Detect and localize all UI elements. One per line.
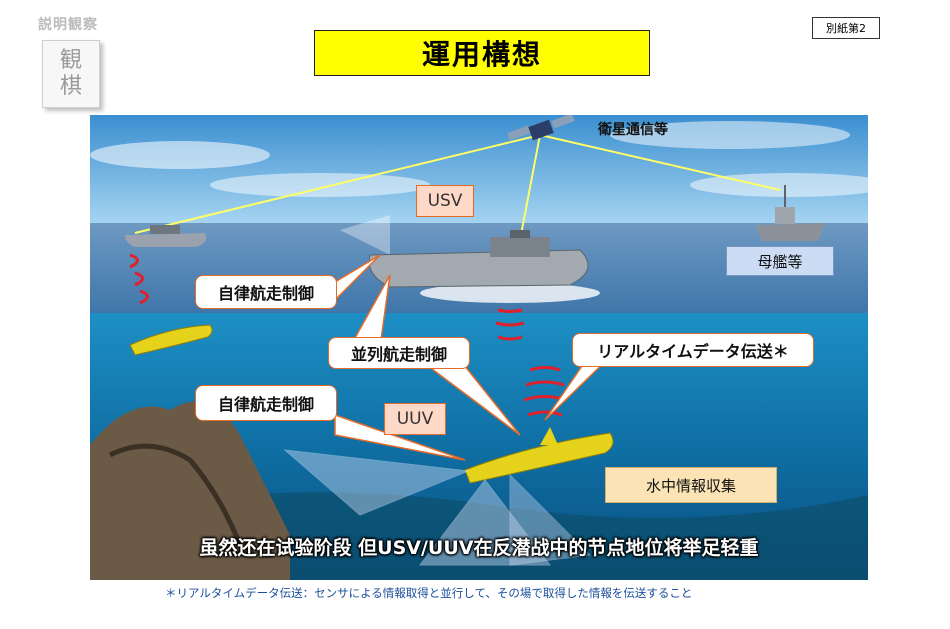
cloud (210, 173, 430, 197)
sensor-cone-left (283, 449, 469, 516)
logo-char-1: 観 (59, 48, 82, 73)
sensor-cone-right (509, 473, 592, 566)
comm-line-small-usv (134, 134, 541, 234)
page-title: 運用構想 (314, 30, 650, 76)
usv-label: USV (416, 185, 474, 217)
uuv-main-icon (464, 427, 614, 484)
comm-line-mothership (539, 134, 781, 191)
signal-waves-left (129, 253, 149, 305)
mothership-icon (755, 185, 825, 241)
callout-parallel-control: 並列航走制御 (328, 337, 470, 369)
underwater-info-label: 水中情報収集 (605, 467, 777, 503)
small-usv-icon (125, 225, 207, 247)
callout-autonomous-lower: 自律航走制御 (195, 385, 337, 421)
footnote: ＊リアルタイムデータ伝送：センサによる情報取得と並行して、その場で取得した情報を… (165, 586, 693, 600)
logo-char-2: 棋 (59, 74, 82, 99)
usv-icon (368, 230, 600, 303)
callout-realtime-transfer: リアルタイムデータ伝送＊ (572, 333, 814, 367)
scene-illustration (90, 115, 868, 580)
logo-text: 説明観察 (38, 17, 98, 33)
satellite-label: 衛星通信等 (598, 122, 668, 138)
callout-pointer (334, 413, 466, 461)
uuv-label: UUV (384, 403, 446, 435)
sensor-cone-down (418, 479, 552, 566)
caption-overlay: 虽然还在试验阶段 但USV/UUV在反潜战中的节点地位将举足轻重 (199, 537, 759, 559)
mothership-label: 母艦等 (726, 246, 834, 276)
cloud (610, 121, 850, 149)
comm-line-usv (519, 134, 541, 241)
operation-scene: 衛星通信等 USV 母艦等 自律航走制御 並列航走制御 リアルタイムデータ伝送＊… (90, 115, 868, 580)
sonar-beam (340, 215, 390, 255)
satellite-icon (507, 115, 575, 141)
callout-autonomous-upper: 自律航走制御 (195, 275, 337, 309)
rock-crack (108, 443, 243, 546)
cloud (90, 141, 270, 169)
attachment-label: 別紙第2 (812, 17, 880, 39)
uuv-left-icon (129, 324, 213, 356)
logo-stamp: 観 棋 (42, 40, 100, 108)
